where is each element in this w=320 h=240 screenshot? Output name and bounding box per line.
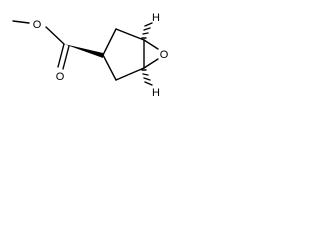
bond-ester-oxygen-to-carbonyl-carbon	[45, 26, 65, 45]
molecule-structure-diagram: O O O H H	[12, 12, 169, 99]
bond-carbonyl-double-a	[57, 43, 65, 68]
bond-c1-to-epoxide-oxygen	[143, 39, 159, 50]
bond-ring-c2-to-c1	[115, 28, 145, 41]
bond-c5-to-epoxide-oxygen	[143, 58, 159, 69]
bond-hash-c1-to-h-top	[141, 22, 153, 39]
bond-wedge-carbonyl-to-ring	[64, 44, 103, 58]
bond-methyl-to-ester-oxygen	[12, 20, 30, 24]
atom-label-ester-oxygen: O	[33, 19, 42, 31]
atom-label-epoxide-oxygen: O	[160, 49, 169, 61]
bond-ring-c3-to-c2	[102, 28, 117, 56]
bond-hash-c5-to-h-bottom	[141, 69, 153, 86]
atom-label-carbonyl-oxygen: O	[56, 71, 65, 83]
atom-label-h-top: H	[152, 12, 160, 24]
atom-label-h-bottom: H	[152, 87, 160, 99]
bond-carbonyl-double-b	[62, 45, 70, 70]
bond-ring-c5-to-c4	[115, 67, 145, 81]
bond-ring-c4-to-c3	[102, 54, 117, 81]
